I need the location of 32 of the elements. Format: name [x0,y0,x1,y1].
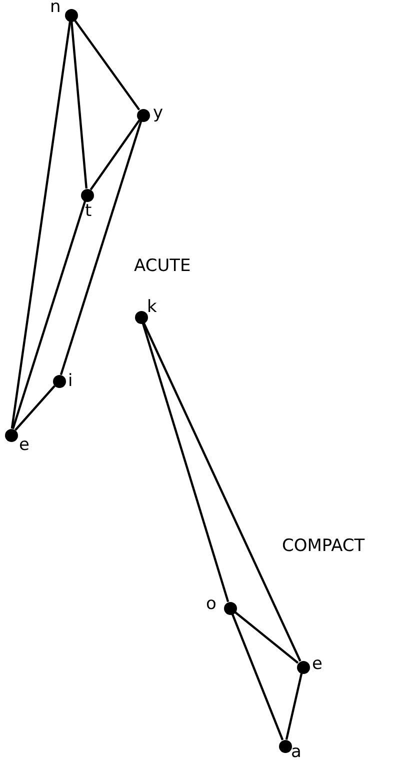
point-label: e [312,656,322,673]
point-dot [52,374,66,388]
point-dot [80,188,94,202]
group-label: COMPACT [282,538,365,555]
point-dot [4,428,18,442]
point-dot [64,8,78,22]
point-dot [134,310,148,324]
connector-line [142,322,302,662]
point-label: y [153,105,164,122]
connector-line [14,385,56,431]
point-dot [136,108,150,122]
point-label: t [85,203,92,220]
connector-line [60,120,142,376]
connector-line [142,322,230,602]
point-label: o [206,596,216,613]
connector-line [90,120,140,190]
point-label: i [68,373,73,390]
connector-line [12,200,86,430]
point-label: a [291,744,302,760]
point-label: k [147,299,157,316]
connector-line [70,21,88,189]
group-label: ACUTE [134,258,191,275]
connector-line [74,20,140,110]
connector-line [231,614,284,740]
point-dot [296,660,310,674]
point-label: n [50,0,61,16]
point-dot [278,740,292,752]
point-dot [224,602,236,614]
connector-line [10,21,72,429]
connector-line [234,611,299,664]
point-label: e [19,437,30,454]
connector-line [285,673,303,740]
